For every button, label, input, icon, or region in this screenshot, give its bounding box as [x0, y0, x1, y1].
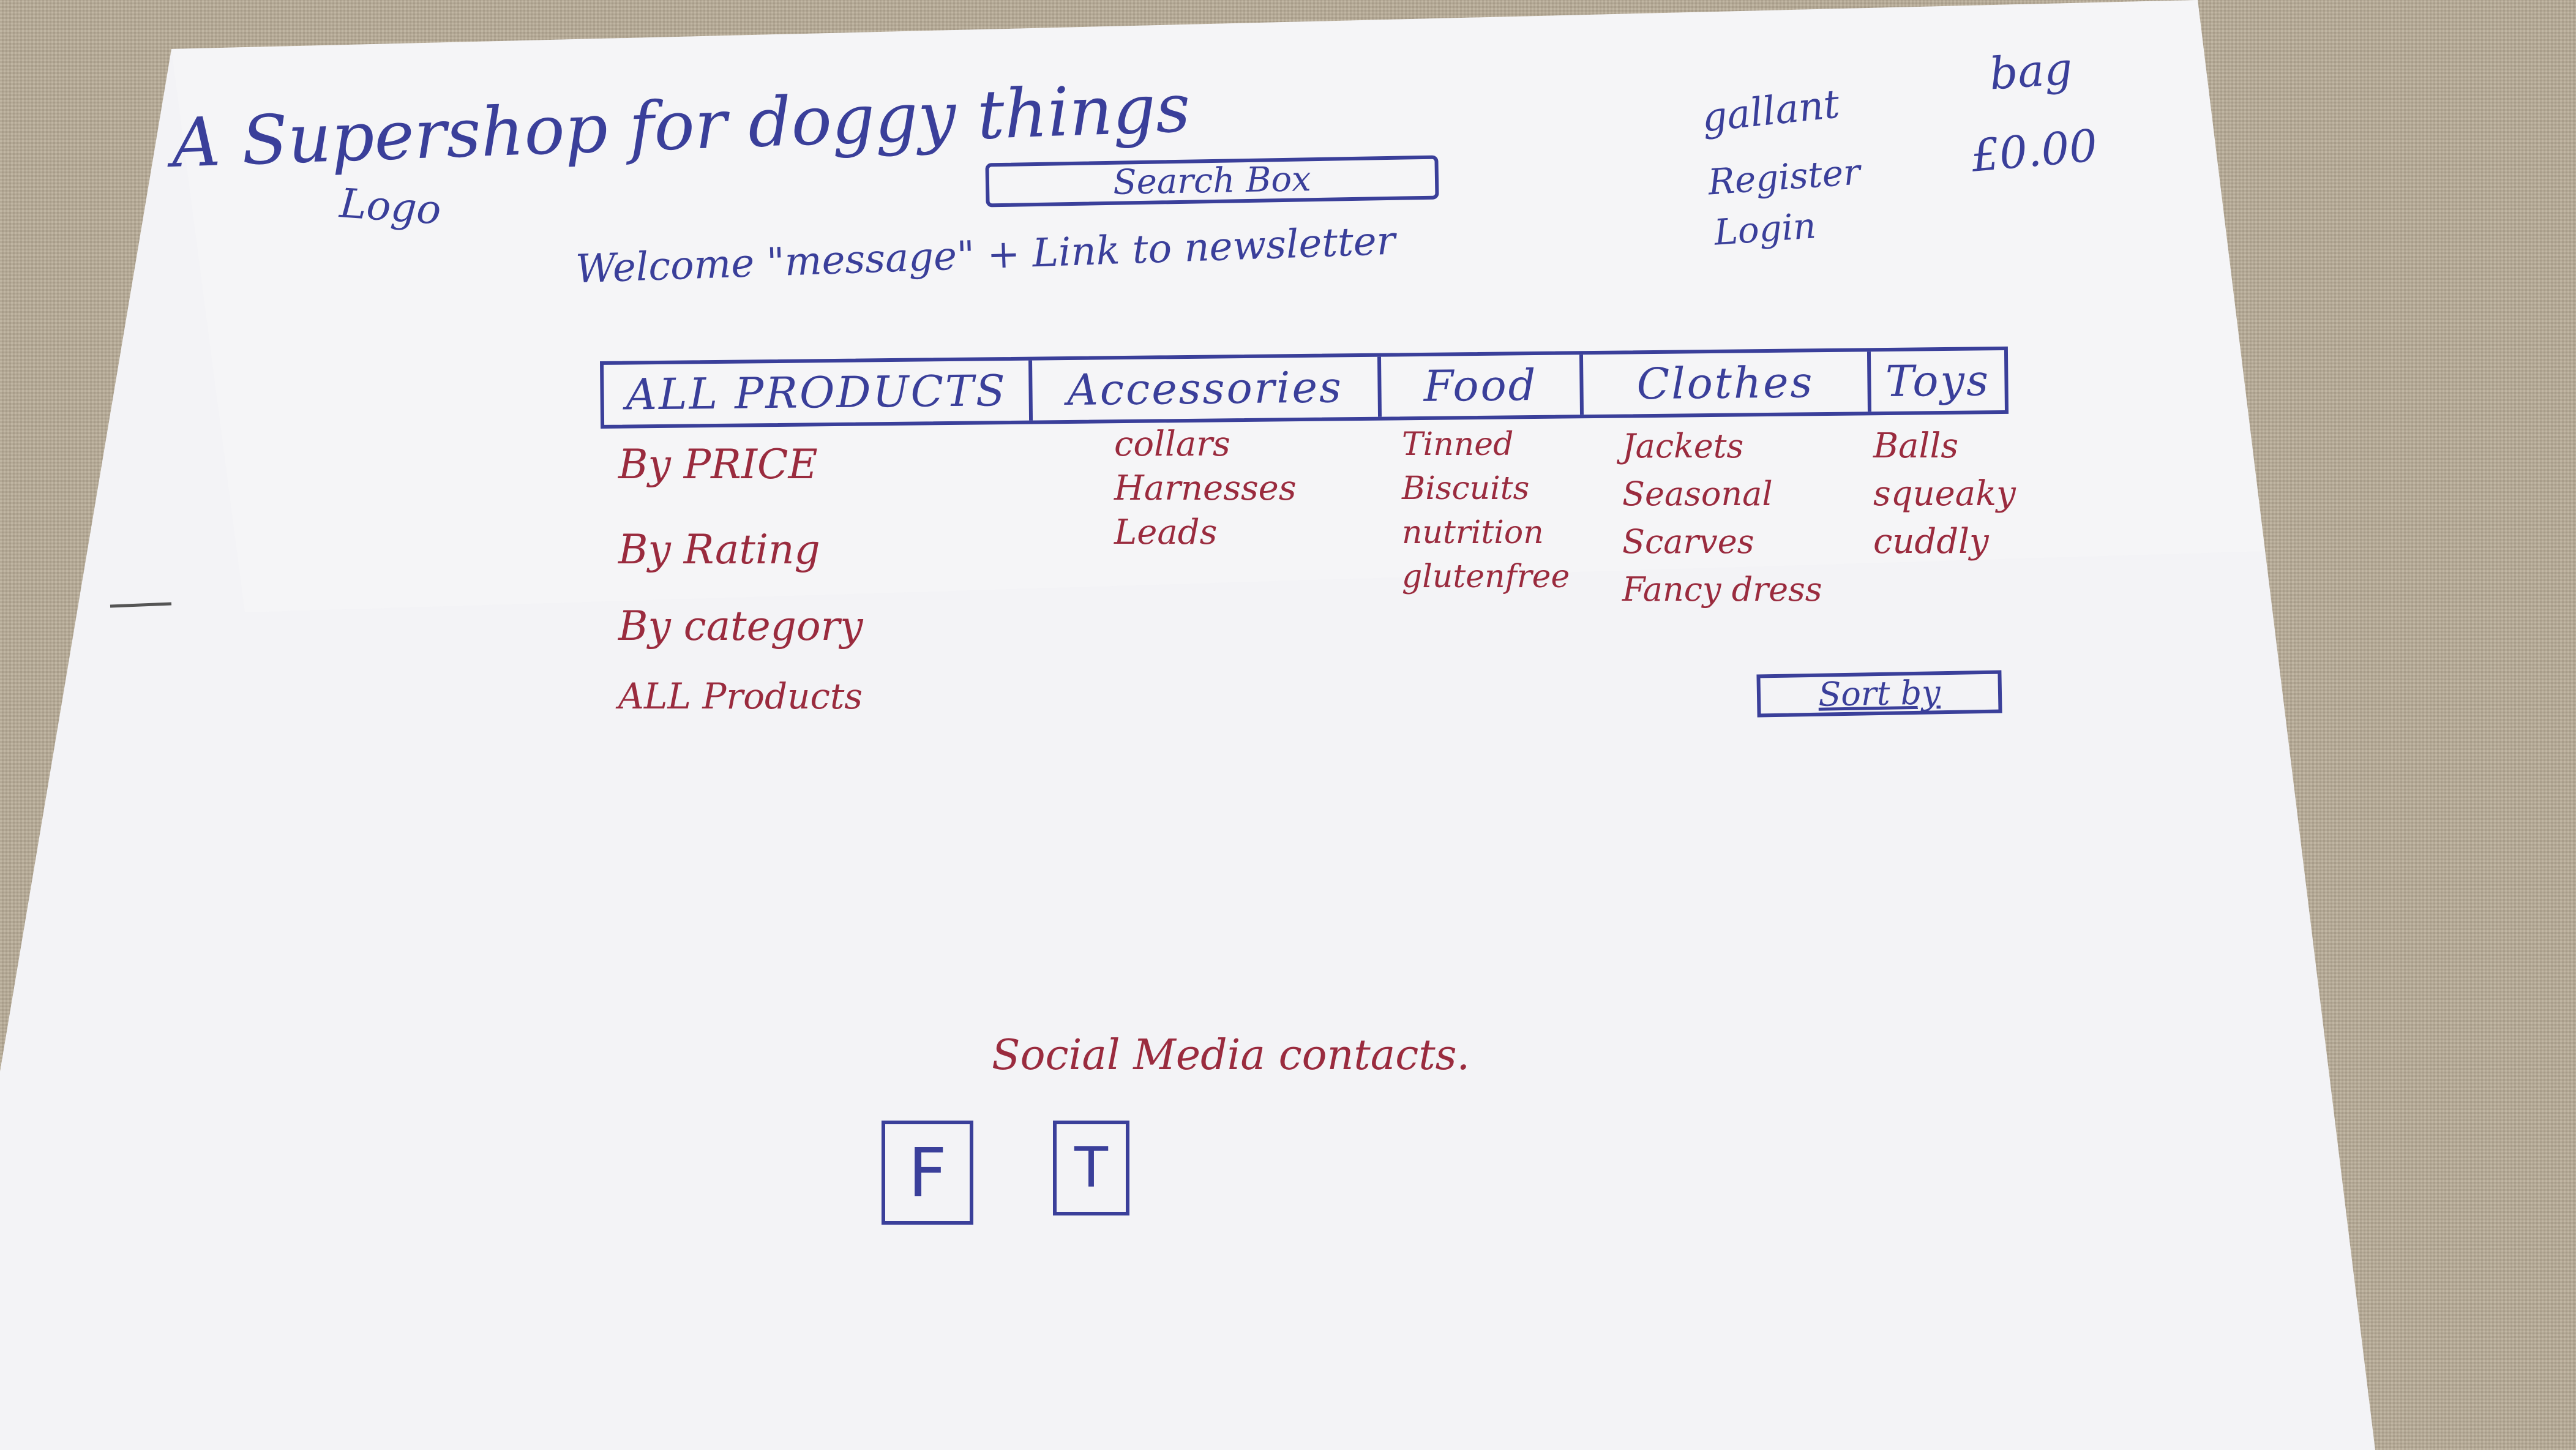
- menu-item-scarves[interactable]: Scarves: [1622, 522, 1754, 561]
- menu-item-by-category[interactable]: By category: [618, 603, 863, 650]
- menu-item-cuddly[interactable]: cuddly: [1873, 522, 1989, 562]
- sort-by-dropdown[interactable]: Sort by: [1756, 670, 2002, 718]
- menu-item-biscuits[interactable]: Biscuits: [1402, 470, 1530, 507]
- tab-accessories[interactable]: Accessories: [1032, 356, 1382, 421]
- menu-item-by-price[interactable]: By PRICE: [618, 441, 818, 488]
- menu-clothes: Jackets Seasonal Scarves Fancy dress: [1622, 423, 1822, 614]
- search-box-label: Search Box: [1112, 159, 1312, 203]
- menu-item-leads[interactable]: Leads: [1114, 513, 1218, 552]
- menu-item-nutrition[interactable]: nutrition: [1402, 514, 1544, 551]
- menu-item-glutenfree[interactable]: glutenfree: [1402, 558, 1570, 595]
- twitter-icon[interactable]: T: [1053, 1121, 1129, 1215]
- menu-toys: Balls squeaky cuddly: [1873, 423, 2016, 566]
- tab-food[interactable]: Food: [1380, 355, 1584, 417]
- menu-item-tinned[interactable]: Tinned: [1402, 426, 1514, 463]
- menu-item-jackets[interactable]: Jackets: [1622, 427, 1744, 465]
- menu-food: Tinned Biscuits nutrition glutenfree: [1402, 423, 1570, 599]
- bag-total: £0.00: [1969, 119, 2100, 182]
- menu-accessories: collars Harnesses Leads: [1114, 423, 1297, 555]
- sort-by-label: Sort by: [1818, 673, 1941, 714]
- tab-all-products[interactable]: ALL PRODUCTS: [604, 360, 1033, 425]
- search-box[interactable]: Search Box: [985, 155, 1439, 208]
- logo[interactable]: Logo: [338, 179, 443, 234]
- menu-item-balls[interactable]: Balls: [1873, 426, 1959, 466]
- menu-item-by-rating[interactable]: By Rating: [618, 526, 820, 573]
- social-media-heading: Social Media contacts.: [992, 1031, 1470, 1080]
- menu-item-all-products[interactable]: ALL Products: [618, 675, 863, 717]
- facebook-icon[interactable]: F: [882, 1121, 973, 1225]
- login-link[interactable]: Login: [1712, 205, 1818, 254]
- bag-label[interactable]: bag: [1988, 42, 2074, 100]
- menu-item-harnesses[interactable]: Harnesses: [1114, 468, 1297, 508]
- register-link[interactable]: Register: [1706, 151, 1862, 203]
- tab-clothes[interactable]: Clothes: [1582, 351, 1871, 415]
- menu-all-products: By PRICE By Rating By category ALL Produ…: [618, 441, 863, 717]
- menu-item-fancy-dress[interactable]: Fancy dress: [1622, 570, 1822, 609]
- tab-toys[interactable]: Toys: [1885, 355, 1991, 407]
- menu-item-seasonal[interactable]: Seasonal: [1622, 475, 1773, 513]
- menu-item-collars[interactable]: collars: [1114, 424, 1230, 464]
- menu-item-squeaky[interactable]: squeaky: [1873, 474, 2016, 514]
